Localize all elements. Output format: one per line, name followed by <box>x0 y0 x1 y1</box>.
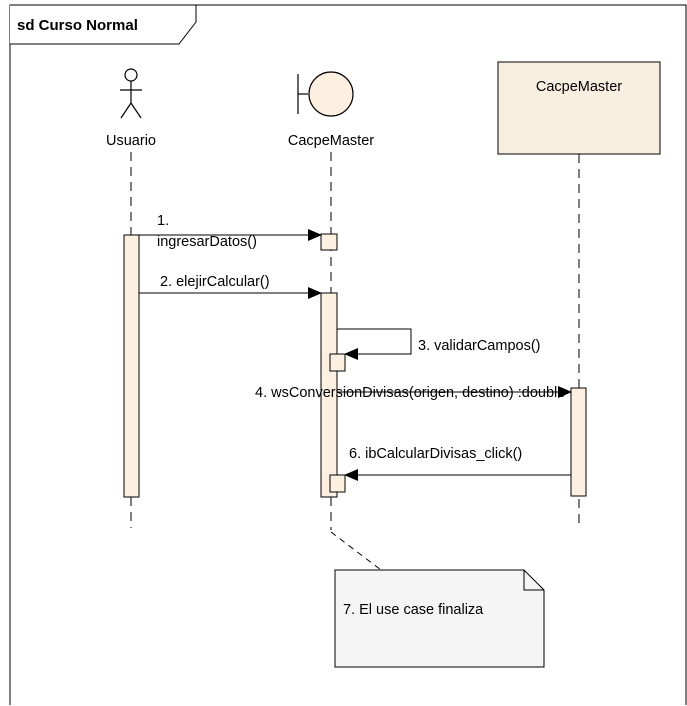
actor-icon <box>120 68 142 119</box>
note-body <box>334 569 545 668</box>
message-6: 6. ibCalcularDivisas_click() <box>344 446 571 481</box>
lifeline-usuario: Usuario <box>106 68 156 528</box>
message-3: 3. validarCampos() <box>337 328 541 360</box>
lifeline-cacpe-boundary: CacpeMaster <box>288 71 374 530</box>
lifeline-name-cacpe-boundary: CacpeMaster <box>288 133 374 149</box>
activation-usuario <box>123 234 140 498</box>
lifeline-name-cacpe-class: CacpeMaster <box>536 79 622 95</box>
message-1: 1. ingresarDatos() <box>139 213 322 250</box>
activation-cacpe-boundary-self <box>329 353 346 372</box>
message-2: 2. elejirCalcular() <box>139 274 322 299</box>
message-3-arrow <box>337 328 412 360</box>
note-anchor-line <box>330 531 382 571</box>
frame-title-tab <box>10 4 197 45</box>
activation-cacpe-boundary-main <box>320 292 338 498</box>
note-text: 7. El use case finaliza <box>343 602 484 618</box>
activation-cacpe-boundary-1 <box>320 233 338 251</box>
message-2-label: 2. elejirCalcular() <box>160 274 270 290</box>
frame: sd Curso Normal <box>9 4 687 705</box>
activation-cacpe-class <box>570 387 587 497</box>
activation-cacpe-boundary-return <box>329 474 346 493</box>
lifeline-cacpe-class: CacpeMaster <box>497 61 661 528</box>
lifeline-name-usuario: Usuario <box>106 133 156 149</box>
message-3-label: 3. validarCampos() <box>418 338 541 354</box>
message-4: 4. wsConversionDivisas(origen, destino) … <box>255 385 572 401</box>
frame-title: sd Curso Normal <box>17 17 138 34</box>
class-box <box>497 61 661 155</box>
message-6-label: 6. ibCalcularDivisas_click() <box>349 446 522 462</box>
frame-border <box>9 4 687 705</box>
note-dog-ear <box>523 570 544 591</box>
message-1-number: 1. <box>157 213 169 229</box>
message-1-label: ingresarDatos() <box>157 234 257 250</box>
note: 7. El use case finaliza <box>330 531 545 668</box>
boundary-icon <box>297 71 354 117</box>
message-4-label: 4. wsConversionDivisas(origen, destino) … <box>255 385 565 401</box>
